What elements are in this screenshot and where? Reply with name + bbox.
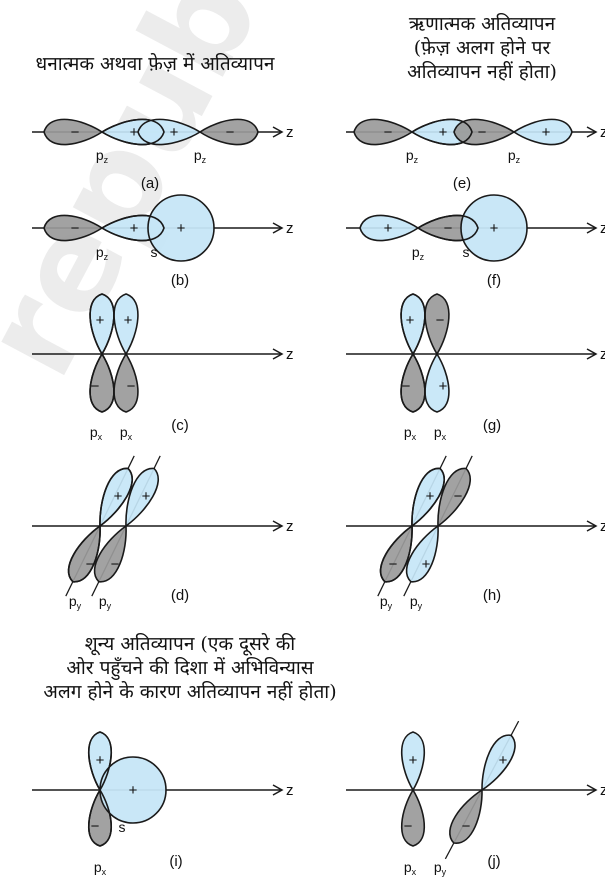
- panel-d-label-py-2-subscript: y: [107, 601, 112, 611]
- panel-h-label-py-2: py: [410, 593, 423, 611]
- panel-b-label-pz: pz: [96, 244, 109, 262]
- panel-e-sign-4: +: [542, 124, 551, 141]
- panel-d-sign-1: +: [114, 488, 123, 505]
- panel-b-sign-2: +: [130, 220, 139, 237]
- panel-d-sign-3: −: [86, 556, 95, 573]
- panel-a-label-pz-2-subscript: z: [202, 155, 207, 165]
- panel-a-axis-label: z: [286, 124, 294, 141]
- caption-j: (j): [487, 853, 500, 870]
- panel-a-sign-1: −: [71, 124, 80, 141]
- panel-j-sign-1: +: [409, 752, 418, 769]
- panel-b-label-pz-subscript: z: [104, 252, 109, 262]
- panel-c-sign-4: −: [127, 378, 136, 395]
- panel-e-sign-3: −: [478, 124, 487, 141]
- panel-e-label-pz-2-subscript: z: [516, 155, 521, 165]
- panel-c-sign-2: +: [124, 312, 133, 329]
- panel-j-sign-2: −: [404, 818, 413, 835]
- panel-a-label-pz-1: pz: [96, 147, 109, 165]
- panel-f-sign-2: −: [444, 220, 453, 237]
- caption-e: (e): [453, 175, 471, 192]
- panel-j-sign-3: +: [499, 752, 508, 769]
- panel-a-sign-3: +: [170, 124, 179, 141]
- panel-c-label-px-1: px: [90, 424, 103, 442]
- panel-f-sign-3: +: [490, 220, 499, 237]
- caption-f: (f): [487, 272, 501, 289]
- panel-h-label-py-2-subscript: y: [418, 601, 423, 611]
- caption-i: (i): [169, 853, 182, 870]
- panel-e-label-pz-2: pz: [508, 147, 521, 165]
- panel-c-label-px-1-subscript: x: [98, 432, 103, 442]
- panel-j-label-py-subscript: y: [442, 867, 447, 877]
- panel-c-label-px-2-subscript: x: [128, 432, 133, 442]
- panel-i-sign-1: +: [96, 752, 105, 769]
- panel-h-axis-label: z: [600, 518, 605, 535]
- panel-d-sign-4: −: [111, 556, 120, 573]
- panel-j-label-py: py: [434, 859, 447, 877]
- panel-g-sign-2: −: [436, 312, 445, 329]
- panel-a-sign-2: +: [130, 124, 139, 141]
- panel-g-sign-4: +: [439, 378, 448, 395]
- panel-h-sign-1: +: [426, 488, 435, 505]
- panel-c-sign-1: +: [96, 312, 105, 329]
- panel-f-axis-label: z: [600, 220, 605, 237]
- panel-j-label-px-subscript: x: [412, 867, 417, 877]
- panel-g-sign-1: +: [406, 312, 415, 329]
- caption-h: (h): [483, 587, 501, 604]
- panel-e-sign-1: −: [384, 124, 393, 141]
- panel-f-sign-1: +: [384, 220, 393, 237]
- panel-a-label-pz-2: pz: [194, 147, 207, 165]
- panel-c-sign-3: −: [91, 378, 100, 395]
- panel-b-sign-1: −: [71, 220, 80, 237]
- panel-d-sign-2: +: [142, 488, 151, 505]
- panel-i-axis-label: z: [286, 782, 294, 799]
- panel-b-label-s: s: [151, 244, 158, 260]
- panel-g-label-px-1-subscript: x: [412, 432, 417, 442]
- panel-d-label-py-1-subscript: y: [77, 601, 82, 611]
- panel-i-label-px: px: [94, 859, 107, 877]
- panel-j-lobe-2-down: [450, 790, 482, 843]
- panel-i-label-px-subscript: x: [102, 867, 107, 877]
- panel-a-sign-4: −: [226, 124, 235, 141]
- caption-d: (d): [171, 587, 189, 604]
- panel-h-label-py-1-subscript: y: [388, 601, 393, 611]
- panel-i-sign-3: −: [91, 818, 100, 835]
- panel-g-label-px-1: px: [404, 424, 417, 442]
- panel-i-label-s: s: [119, 819, 126, 835]
- panel-j-label-px: px: [404, 859, 417, 877]
- panel-d-label-py-2: py: [99, 593, 112, 611]
- panel-b-sign-3: +: [177, 220, 186, 237]
- panel-d-label-py-1: py: [69, 593, 82, 611]
- panel-e-sign-2: +: [439, 124, 448, 141]
- panel-g-label-px-2-subscript: x: [442, 432, 447, 442]
- panel-h-sign-2: −: [454, 488, 463, 505]
- panel-e-label-pz-1-subscript: z: [414, 155, 419, 165]
- panel-h-label-py-1: py: [380, 593, 393, 611]
- panel-e-axis-label: z: [600, 124, 605, 141]
- panel-a-label-pz-1-subscript: z: [104, 155, 109, 165]
- panel-g-axis-label: z: [600, 346, 605, 363]
- panel-h-sign-4: +: [422, 556, 431, 573]
- panel-c-label-px-2: px: [120, 424, 133, 442]
- panel-g-label-px-2: px: [434, 424, 447, 442]
- panel-g-sign-3: −: [402, 378, 411, 395]
- panel-j-axis-label: z: [600, 782, 605, 799]
- panel-h-sign-3: −: [389, 556, 398, 573]
- panel-f-label-pz-subscript: z: [420, 252, 425, 262]
- panel-d-axis-label: z: [286, 518, 294, 535]
- panel-f-label-s: s: [463, 244, 470, 260]
- caption-a: (a): [141, 175, 159, 192]
- panel-i-sign-2: +: [129, 782, 138, 799]
- caption-c: (c): [171, 417, 189, 434]
- panel-j-sign-4: −: [462, 818, 471, 835]
- panel-b-axis-label: z: [286, 220, 294, 237]
- panel-c-axis-label: z: [286, 346, 294, 363]
- panel-e-label-pz-1: pz: [406, 147, 419, 165]
- caption-g: (g): [483, 417, 501, 434]
- panel-f-label-pz: pz: [412, 244, 425, 262]
- caption-b: (b): [171, 272, 189, 289]
